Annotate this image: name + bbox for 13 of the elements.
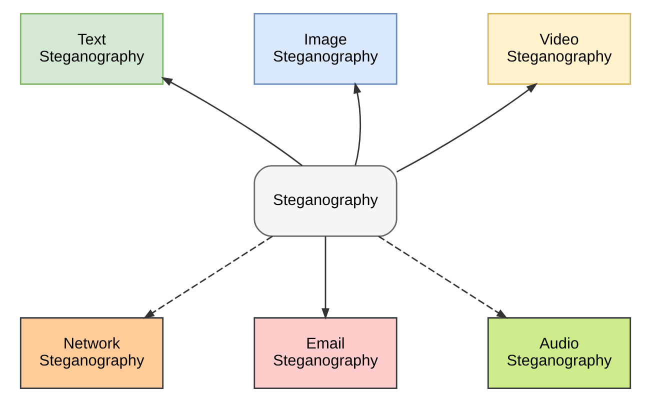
arrow — [378, 236, 508, 319]
arrow — [321, 236, 329, 320]
node-box: Email Steganography — [253, 317, 397, 389]
arrow — [142, 236, 272, 319]
node-box: Text Steganography — [19, 13, 164, 85]
node-box: Audio Steganography — [486, 317, 631, 389]
arrow — [160, 77, 302, 166]
node-box: Video Steganography — [486, 13, 631, 85]
arrow — [396, 82, 538, 172]
arrow — [353, 82, 361, 166]
node-box: Image Steganography — [253, 13, 397, 85]
node-box: Steganography — [253, 165, 397, 237]
node-box: Network Steganography — [19, 317, 164, 389]
